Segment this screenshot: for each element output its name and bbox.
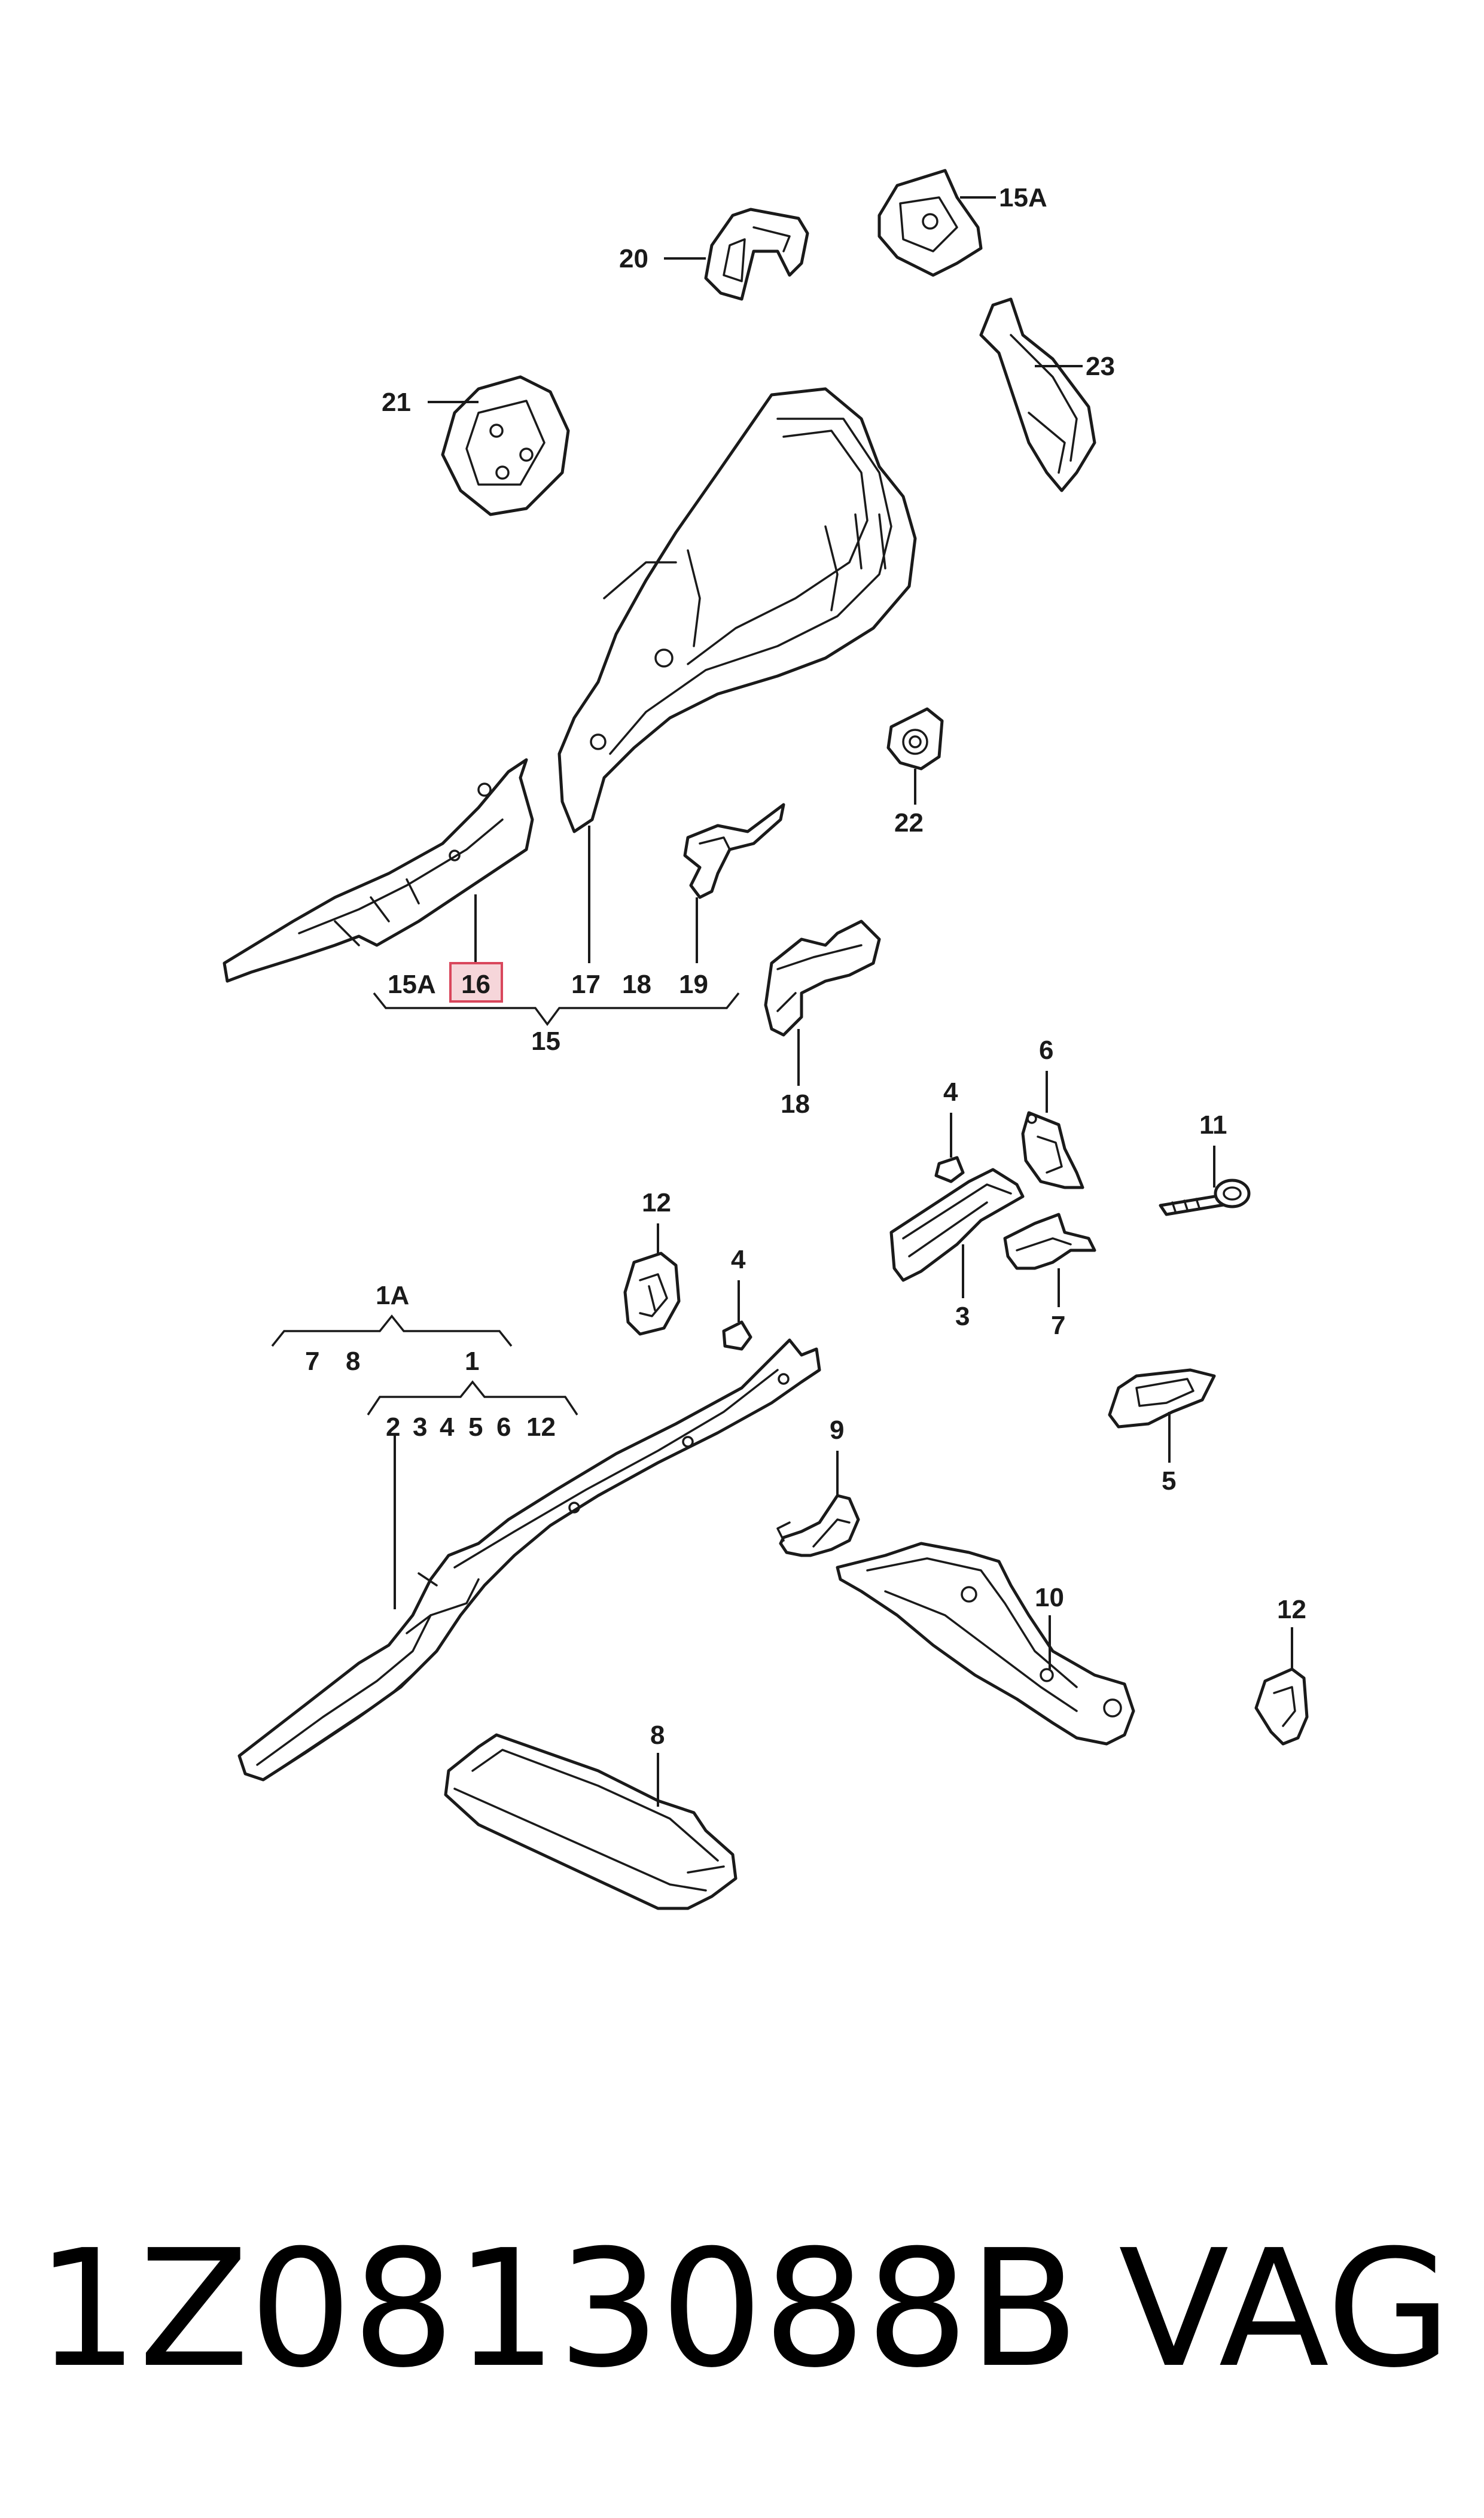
callout-3: 3 bbox=[955, 1302, 970, 1331]
part-3-rail bbox=[889, 1168, 1025, 1282]
part-20-bracket bbox=[704, 208, 809, 301]
part-18-bracket bbox=[764, 919, 881, 1037]
callout-23: 23 bbox=[1086, 352, 1115, 381]
part-6-bracket bbox=[1021, 1111, 1084, 1189]
callout-2: 2 bbox=[386, 1412, 400, 1442]
callout-5-part: 5 bbox=[1162, 1466, 1176, 1496]
callout-11: 11 bbox=[1199, 1110, 1227, 1140]
part-8-sill-plate bbox=[444, 1733, 738, 1910]
brand-text: VAG bbox=[1119, 2215, 1452, 2403]
callout-15A-top: 15A bbox=[999, 183, 1047, 212]
callout-17: 17 bbox=[571, 970, 601, 999]
callout-15A: 15A bbox=[388, 970, 436, 999]
callout-4-lower: 4 bbox=[731, 1245, 746, 1274]
callout-12-upper: 12 bbox=[642, 1188, 671, 1217]
callout-16: 16 bbox=[461, 970, 490, 999]
callout-7-group: 7 bbox=[305, 1347, 319, 1376]
callout-8-part: 8 bbox=[650, 1721, 665, 1750]
callout-10: 10 bbox=[1035, 1583, 1064, 1612]
callout-22: 22 bbox=[894, 808, 924, 838]
callout-4-group: 4 bbox=[440, 1412, 455, 1442]
group-bracket-1 bbox=[367, 1380, 578, 1415]
part-22-grommet bbox=[886, 707, 944, 771]
part-19-bracket bbox=[683, 803, 785, 899]
callout-3-group: 3 bbox=[413, 1412, 427, 1442]
callout-1: 1 bbox=[465, 1347, 479, 1376]
callout-5-group: 5 bbox=[468, 1412, 483, 1442]
callout-7-part: 7 bbox=[1051, 1311, 1065, 1340]
part-21-plate bbox=[441, 375, 570, 516]
callout-8-group: 8 bbox=[346, 1347, 360, 1376]
highlighted-callout-16 bbox=[449, 962, 503, 1003]
part-4-clip-upper bbox=[934, 1156, 965, 1183]
callout-1A: 1A bbox=[376, 1281, 409, 1310]
group-bracket-1A bbox=[271, 1314, 513, 1347]
callout-18: 18 bbox=[622, 970, 651, 999]
group-bracket-15 bbox=[373, 992, 740, 1026]
callout-21: 21 bbox=[382, 388, 411, 417]
part-16-sill-member bbox=[223, 758, 534, 983]
callout-4-upper: 4 bbox=[943, 1077, 958, 1107]
callout-19: 19 bbox=[679, 970, 708, 999]
callout-labels: 15A 20 23 21 22 15A 16 17 18 19 15 18 4 … bbox=[305, 183, 1306, 1750]
part-5-bracket bbox=[1108, 1368, 1216, 1429]
callout-20: 20 bbox=[619, 244, 648, 273]
part-11-bolt bbox=[1159, 1179, 1251, 1216]
part-4-clip-lower bbox=[722, 1320, 752, 1351]
callout-6-group: 6 bbox=[496, 1412, 511, 1442]
callout-18-part: 18 bbox=[781, 1089, 810, 1119]
part-9-bracket bbox=[776, 1494, 860, 1557]
part-15A-top-bracket bbox=[877, 169, 983, 277]
callout-6: 6 bbox=[1039, 1036, 1053, 1065]
callout-9: 9 bbox=[830, 1415, 844, 1445]
callout-12-group: 12 bbox=[526, 1412, 556, 1442]
part-2-rocker-member bbox=[237, 1338, 821, 1782]
part-12-clip-upper bbox=[623, 1252, 681, 1336]
callout-15: 15 bbox=[531, 1027, 560, 1056]
part-7-bracket-upper bbox=[1003, 1213, 1096, 1270]
part-17-side-panel bbox=[557, 387, 917, 833]
callout-12-lower: 12 bbox=[1277, 1595, 1306, 1624]
part-number-text: 1Z0813088B bbox=[36, 2215, 1080, 2403]
part-10-member bbox=[836, 1542, 1135, 1746]
part-12-clip-lower bbox=[1254, 1667, 1309, 1746]
part-23-pillar bbox=[979, 297, 1096, 492]
